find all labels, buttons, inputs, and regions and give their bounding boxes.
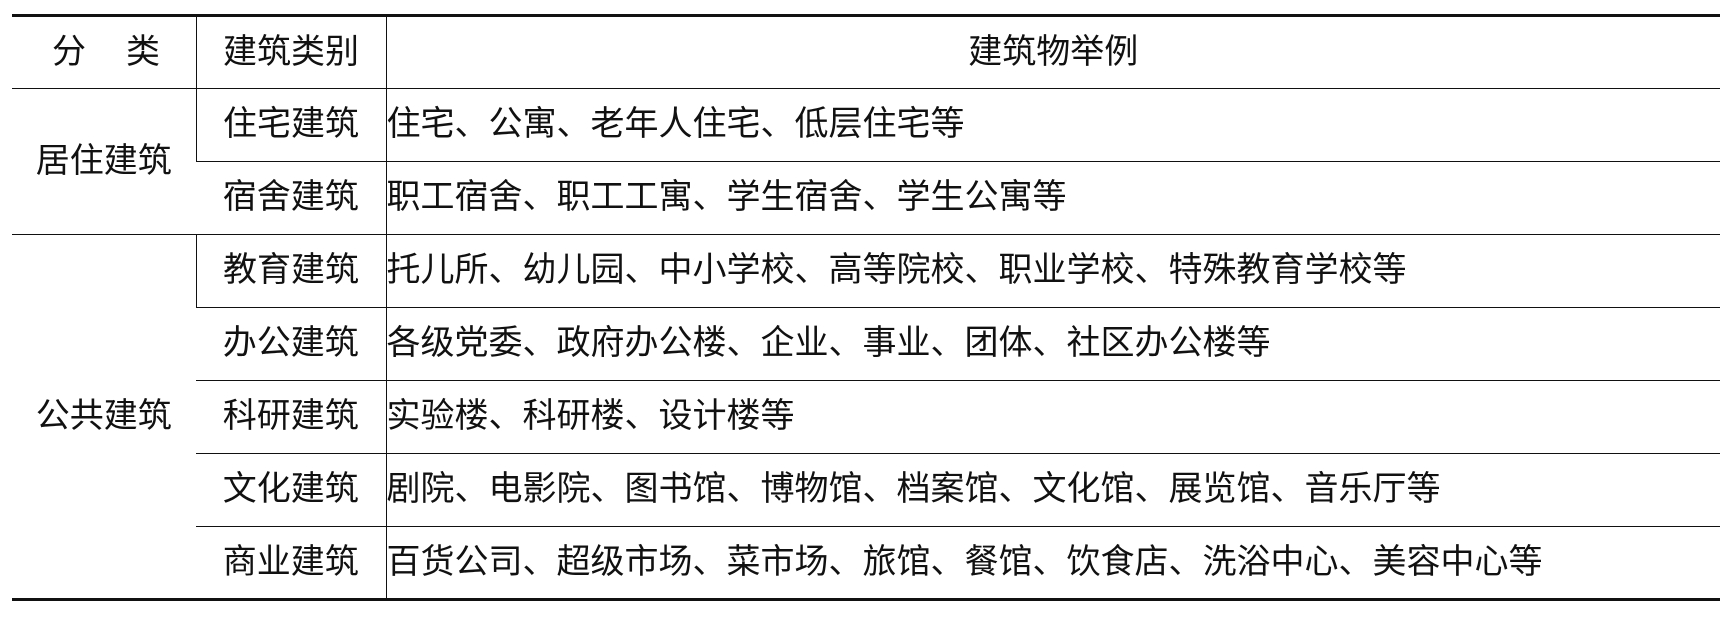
group-residential: 居住建筑 (12, 88, 196, 235)
table-row: 科研建筑 实验楼、科研楼、设计楼等 (12, 380, 1720, 454)
header-building-category: 建筑类别 (195, 15, 386, 89)
category-cell: 办公建筑 (196, 307, 386, 381)
header-building-examples: 建筑物举例 (385, 15, 1720, 89)
table-row: 居住建筑 住宅建筑 住宅、公寓、老年人住宅、低层住宅等 (12, 88, 1720, 235)
examples-cell: 百货公司、超级市场、菜市场、旅馆、餐馆、饮食店、洗浴中心、美容中心等 (385, 526, 1720, 600)
category-cell: 商业建筑 (222, 541, 359, 582)
header-classification: 分类 (12, 15, 196, 89)
category-cell: 宿舍建筑 (196, 161, 386, 235)
table-row: 公共建筑 教育建筑 托儿所、幼儿园、中小学校、高等院校、职业学校、特殊教育学校等 (12, 234, 1720, 600)
table-row: 商业建筑 百货公司、超级市场、菜市场、旅馆、餐馆、饮食店、洗浴中心、美容中心等 (12, 526, 1720, 600)
category-cell: 文化建筑 (196, 453, 386, 527)
category-cell: 教育建筑 (195, 234, 386, 308)
table-row: 宿舍建筑 职工宿舍、职工工寓、学生宿舍、学生公寓等 (12, 161, 1720, 235)
examples-cell: 实验楼、科研楼、设计楼等 (385, 380, 1720, 454)
examples-cell: 托儿所、幼儿园、中小学校、高等院校、职业学校、特殊教育学校等 (385, 234, 1720, 308)
examples-cell: 职工宿舍、职工工寓、学生宿舍、学生公寓等 (385, 161, 1720, 235)
building-classification-table: 分类 建筑类别 建筑物举例 居住建筑 住宅建筑 住宅、公寓、老年人住宅、低层住宅… (12, 14, 1720, 601)
table-row: 文化建筑 剧院、电影院、图书馆、博物馆、档案馆、文化馆、展览馆、音乐厅等 (12, 453, 1720, 527)
category-cell: 科研建筑 (196, 380, 386, 454)
examples-cell: 剧院、电影院、图书馆、博物馆、档案馆、文化馆、展览馆、音乐厅等 (385, 453, 1720, 527)
examples-cell: 各级党委、政府办公楼、企业、事业、团体、社区办公楼等 (385, 307, 1720, 381)
category-cell: 住宅建筑 (195, 88, 386, 162)
examples-cell: 住宅、公寓、老年人住宅、低层住宅等 (385, 88, 1720, 162)
header-row: 分类 建筑类别 建筑物举例 (12, 15, 1720, 89)
table-row: 办公建筑 各级党委、政府办公楼、企业、事业、团体、社区办公楼等 (12, 307, 1720, 381)
group-public: 公共建筑 (12, 234, 196, 600)
